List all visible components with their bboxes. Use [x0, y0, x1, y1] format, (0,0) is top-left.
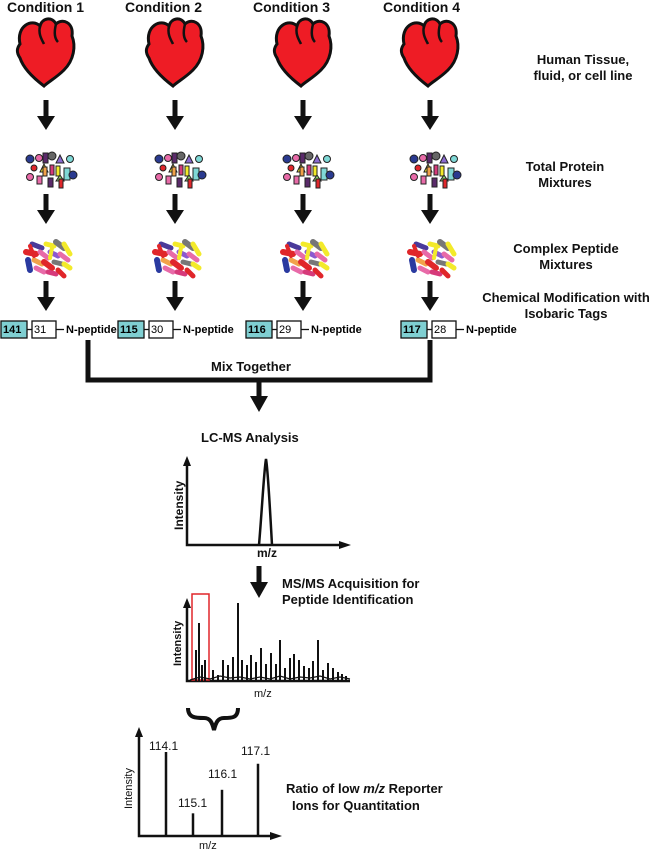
tag-1-balance: 31	[34, 324, 47, 336]
condition-3-label: Condition 3	[253, 0, 330, 15]
condition-2-label: Condition 2	[125, 0, 202, 15]
arrow-protein-peptide-4	[421, 194, 439, 224]
zoom-brace	[186, 707, 240, 731]
protein-label-line1: Total Protein	[525, 159, 605, 174]
modification-label-line1: Chemical Modification with	[482, 290, 650, 305]
tissue-label-line2: fluid, or cell line	[533, 68, 633, 83]
peptide-mixture-icon-2	[155, 242, 199, 276]
protein-step-label: Total Protein Mixtures	[490, 159, 640, 191]
ratio-step-label: Ratio of low m/z Reporter Ions for Quant…	[286, 780, 443, 814]
peptide-mixture-icon-1	[26, 242, 70, 276]
tag-3-peptide: N-peptide	[311, 324, 362, 336]
arrow-tissue-protein-3	[294, 100, 312, 130]
reporter-intensity-label: Intensity	[123, 768, 135, 809]
ratio-label-mz: m/z	[363, 781, 385, 796]
arrow-peptide-tag-3	[294, 281, 312, 311]
heart-icon-3	[272, 17, 333, 88]
arrow-tissue-protein-4	[421, 100, 439, 130]
modification-label-line2: Isobaric Tags	[524, 306, 608, 321]
tag-1-peptide: N-peptide	[66, 324, 117, 336]
heart-icon-1	[15, 17, 76, 88]
msms-arrow-shaft	[256, 566, 262, 584]
protein-label-line2: Mixtures	[538, 175, 592, 190]
protein-mixture-icon-4	[409, 151, 462, 189]
tag-2-reporter: 115	[120, 324, 138, 336]
mix-arrow-head	[250, 396, 268, 412]
protein-mixture-icon-3	[282, 151, 335, 189]
ratio-label-line1: Ratio of low m/z Reporter	[286, 780, 443, 797]
tag-4-peptide: N-peptide	[466, 324, 517, 336]
protein-mixture-icon-2	[154, 151, 207, 189]
peak-label-114: 114.1	[149, 739, 179, 753]
peak-label-115: 115.1	[178, 796, 208, 810]
arrow-protein-peptide-1	[37, 194, 55, 224]
tag-4-balance: 28	[434, 324, 447, 336]
peptide-step-label: Complex Peptide Mixtures	[486, 241, 646, 273]
modification-step-label: Chemical Modification with Isobaric Tags	[466, 290, 666, 322]
msms-y-arrow	[183, 598, 191, 608]
tissue-step-label: Human Tissue, fluid, or cell line	[508, 52, 658, 84]
lcms-axes	[185, 462, 345, 547]
reporter-region-highlight	[191, 593, 210, 681]
arrow-peptide-tag-1	[37, 281, 55, 311]
condition-4-label: Condition 4	[383, 0, 460, 15]
arrow-peptide-tag-4	[421, 281, 439, 311]
arrow-protein-peptide-2	[166, 194, 184, 224]
lcms-analysis-label: LC-MS Analysis	[201, 430, 299, 445]
arrow-tissue-protein-2	[166, 100, 184, 130]
msms-axes	[185, 604, 350, 683]
arrow-protein-peptide-3	[294, 194, 312, 224]
heart-icon-4	[399, 17, 460, 88]
msms-mz-label: m/z	[254, 688, 272, 700]
tissue-label-line1: Human Tissue,	[536, 52, 630, 67]
peptide-mixture-icon-3	[283, 242, 327, 276]
peptide-label-line1: Complex Peptide	[513, 241, 619, 256]
msms-label-line2: Peptide Identification	[282, 592, 414, 607]
msms-step-label: MS/MS Acquisition for Peptide Identifica…	[282, 576, 462, 608]
lcms-intensity-label: Intensity	[172, 480, 186, 530]
tag-4-reporter: 117	[403, 324, 421, 336]
msms-label-line1: MS/MS Acquisition for	[282, 576, 420, 591]
lcms-mz-label: m/z	[257, 546, 278, 560]
ratio-label-prefix: Ratio of low	[286, 781, 364, 796]
peak-label-117: 117.1	[241, 744, 271, 758]
condition-1-label: Condition 1	[7, 0, 84, 15]
mix-together-label: Mix Together	[211, 359, 291, 374]
ratio-label-suffix: Reporter	[384, 781, 443, 796]
peptide-mixture-icon-4	[410, 242, 454, 276]
reporter-mz-label: m/z	[199, 840, 217, 852]
ratio-label-line2: Ions for Quantitation	[292, 798, 420, 813]
tag-2-peptide: N-peptide	[183, 324, 234, 336]
heart-icon-2	[144, 17, 205, 88]
arrow-peptide-tag-2	[166, 281, 184, 311]
msms-arrow-head	[250, 582, 268, 598]
mix-arrow-shaft	[256, 380, 262, 398]
protein-mixture-icon-1	[25, 151, 78, 189]
lcms-x-arrow	[339, 541, 351, 549]
tag-3-reporter: 116	[248, 324, 266, 336]
arrow-tissue-protein-1	[37, 100, 55, 130]
lcms-y-arrow	[183, 456, 191, 466]
diagram-layer	[0, 17, 464, 840]
tag-3-balance: 29	[279, 324, 292, 336]
reporter-x-arrow	[270, 832, 282, 840]
peptide-label-line2: Mixtures	[539, 257, 593, 272]
reporter-y-arrow	[135, 727, 143, 737]
reporter-axes	[137, 732, 276, 838]
peak-label-116: 116.1	[208, 767, 238, 781]
tag-1-reporter: 141	[3, 324, 22, 336]
msms-intensity-label: Intensity	[172, 620, 184, 666]
tag-2-balance: 30	[151, 324, 164, 336]
msms-baseline-noise	[189, 675, 351, 681]
lcms-peak	[257, 458, 274, 546]
